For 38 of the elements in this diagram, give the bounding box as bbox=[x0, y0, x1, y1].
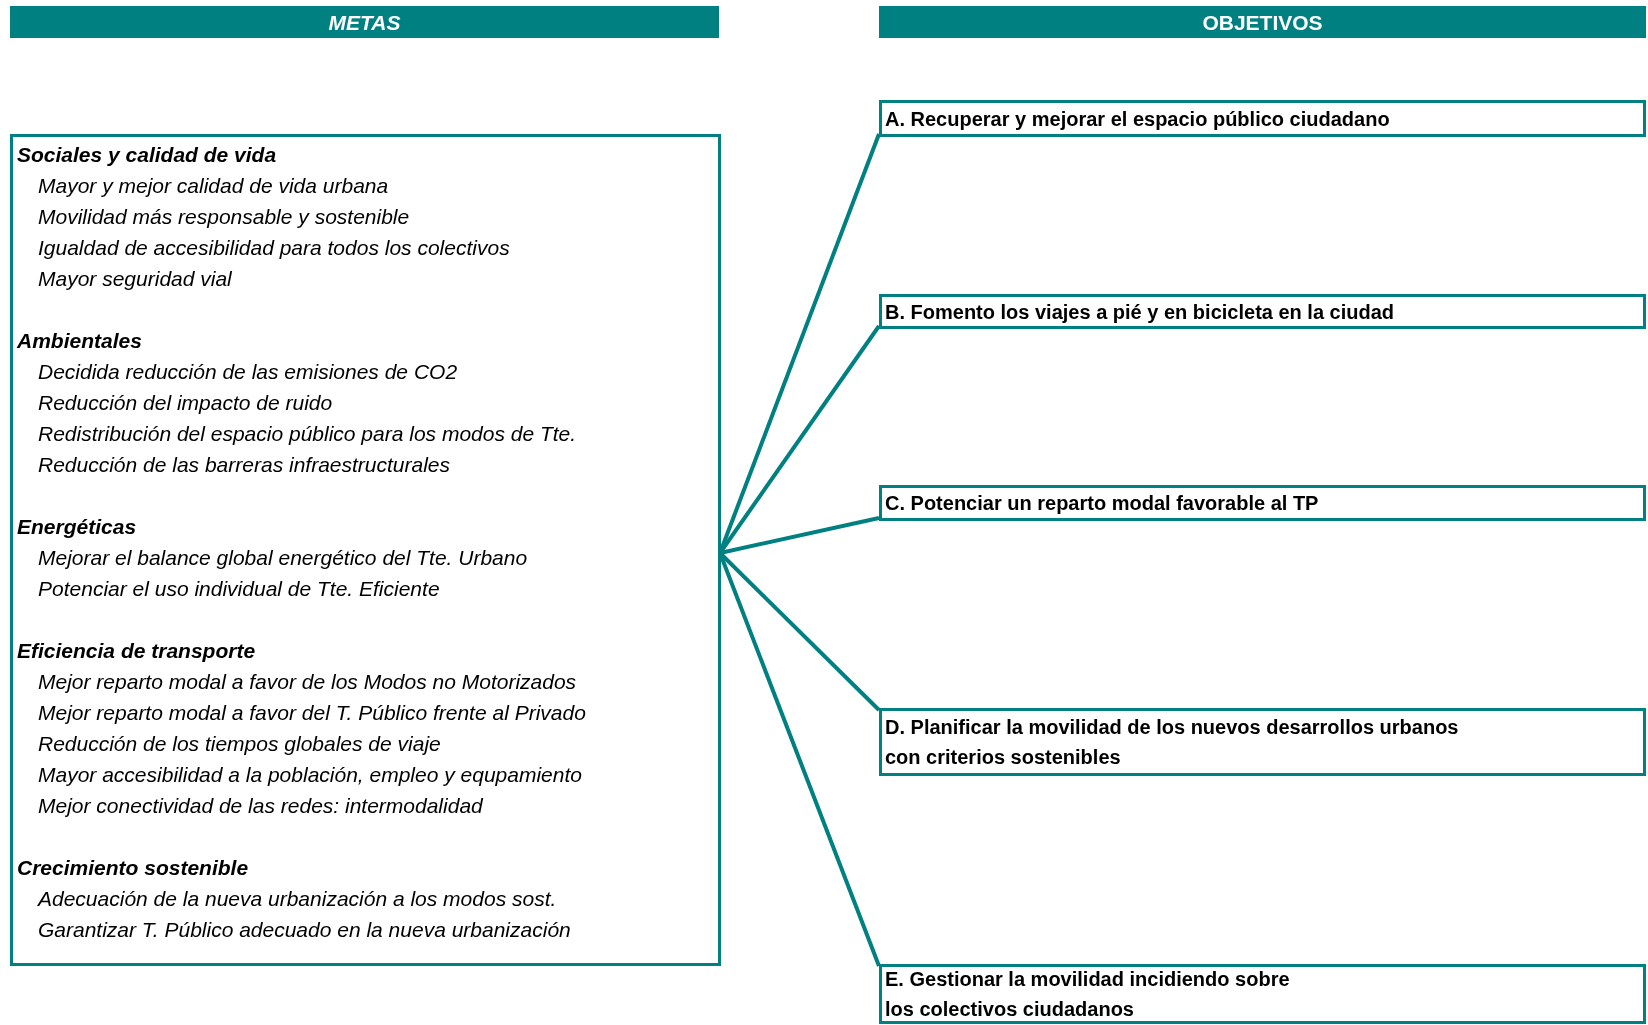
goal-item: Movilidad más responsable y sostenible bbox=[38, 204, 410, 230]
category-heading: Eficiencia de transporte bbox=[17, 638, 256, 664]
header-title: METAS bbox=[328, 11, 401, 33]
goals-box bbox=[10, 134, 721, 966]
objective-box bbox=[879, 964, 1646, 1024]
goal-item: Reducción del impacto de ruido bbox=[38, 390, 333, 416]
goal-item: Potenciar el uso individual de Tte. Eficiente bbox=[38, 576, 440, 602]
category-heading: Sociales y calidad de vida bbox=[17, 142, 277, 168]
goal-item: Mayor accesibilidad a la población, empleo y equpamiento bbox=[38, 762, 582, 788]
objective-box bbox=[879, 294, 1646, 329]
objective-text: A. Recuperar y mejorar el espacio público ciudadano bbox=[885, 106, 1391, 132]
goal-item: Decidida reducción de las emisiones de CO2 bbox=[38, 359, 458, 385]
objective-text: B. Fomento los viajes a pié y en bicicleta en la ciudad bbox=[885, 299, 1396, 325]
objective-text: C. Potenciar un reparto modal favorable al TP bbox=[885, 491, 1320, 516]
header-title: OBJETIVOS bbox=[1202, 11, 1323, 33]
header-bar bbox=[879, 6, 1646, 38]
category-heading: Energéticas bbox=[17, 514, 137, 540]
objective-box bbox=[879, 100, 1646, 137]
goal-item: Mejor reparto modal a favor de los Modos no Motorizados bbox=[38, 669, 577, 695]
goal-item: Mejorar el balance global energético del Tte. Urbano bbox=[38, 545, 528, 571]
goal-item: Reducción de las barreras infraestructurales bbox=[38, 452, 451, 478]
objective-box bbox=[879, 485, 1646, 521]
objective-text: D. Planificar la movilidad de los nuevos desarrollos urbanos con criterios sostenibles bbox=[885, 715, 1460, 770]
goal-item: Mayor seguridad vial bbox=[38, 266, 232, 292]
goal-item: Mayor y mejor calidad de vida urbana bbox=[38, 173, 389, 199]
goal-item: Redistribución del espacio público para los modos de Tte. bbox=[38, 421, 577, 447]
objective-box bbox=[879, 708, 1646, 776]
objective-text: E. Gestionar la movilidad incidiendo sobre los colectivos ciudadanos bbox=[885, 967, 1291, 1022]
goal-item: Garantizar T. Público adecuado en la nueva urbanización bbox=[38, 917, 571, 943]
header-bar bbox=[10, 6, 719, 38]
category-heading: Crecimiento sostenible bbox=[17, 855, 249, 881]
goal-item: Mejor conectividad de las redes: intermodalidad bbox=[38, 793, 483, 819]
goal-item: Mejor reparto modal a favor del T. Público frente al Privado bbox=[38, 700, 586, 726]
category-heading: Ambientales bbox=[17, 328, 142, 354]
goal-item: Adecuación de la nueva urbanización a los modos sost. bbox=[38, 886, 557, 912]
goal-item: Reducción de los tiempos globales de viaje bbox=[38, 731, 441, 757]
goal-item: Igualdad de accesibilidad para todos los colectivos bbox=[38, 235, 510, 261]
connector-line bbox=[719, 516, 880, 555]
